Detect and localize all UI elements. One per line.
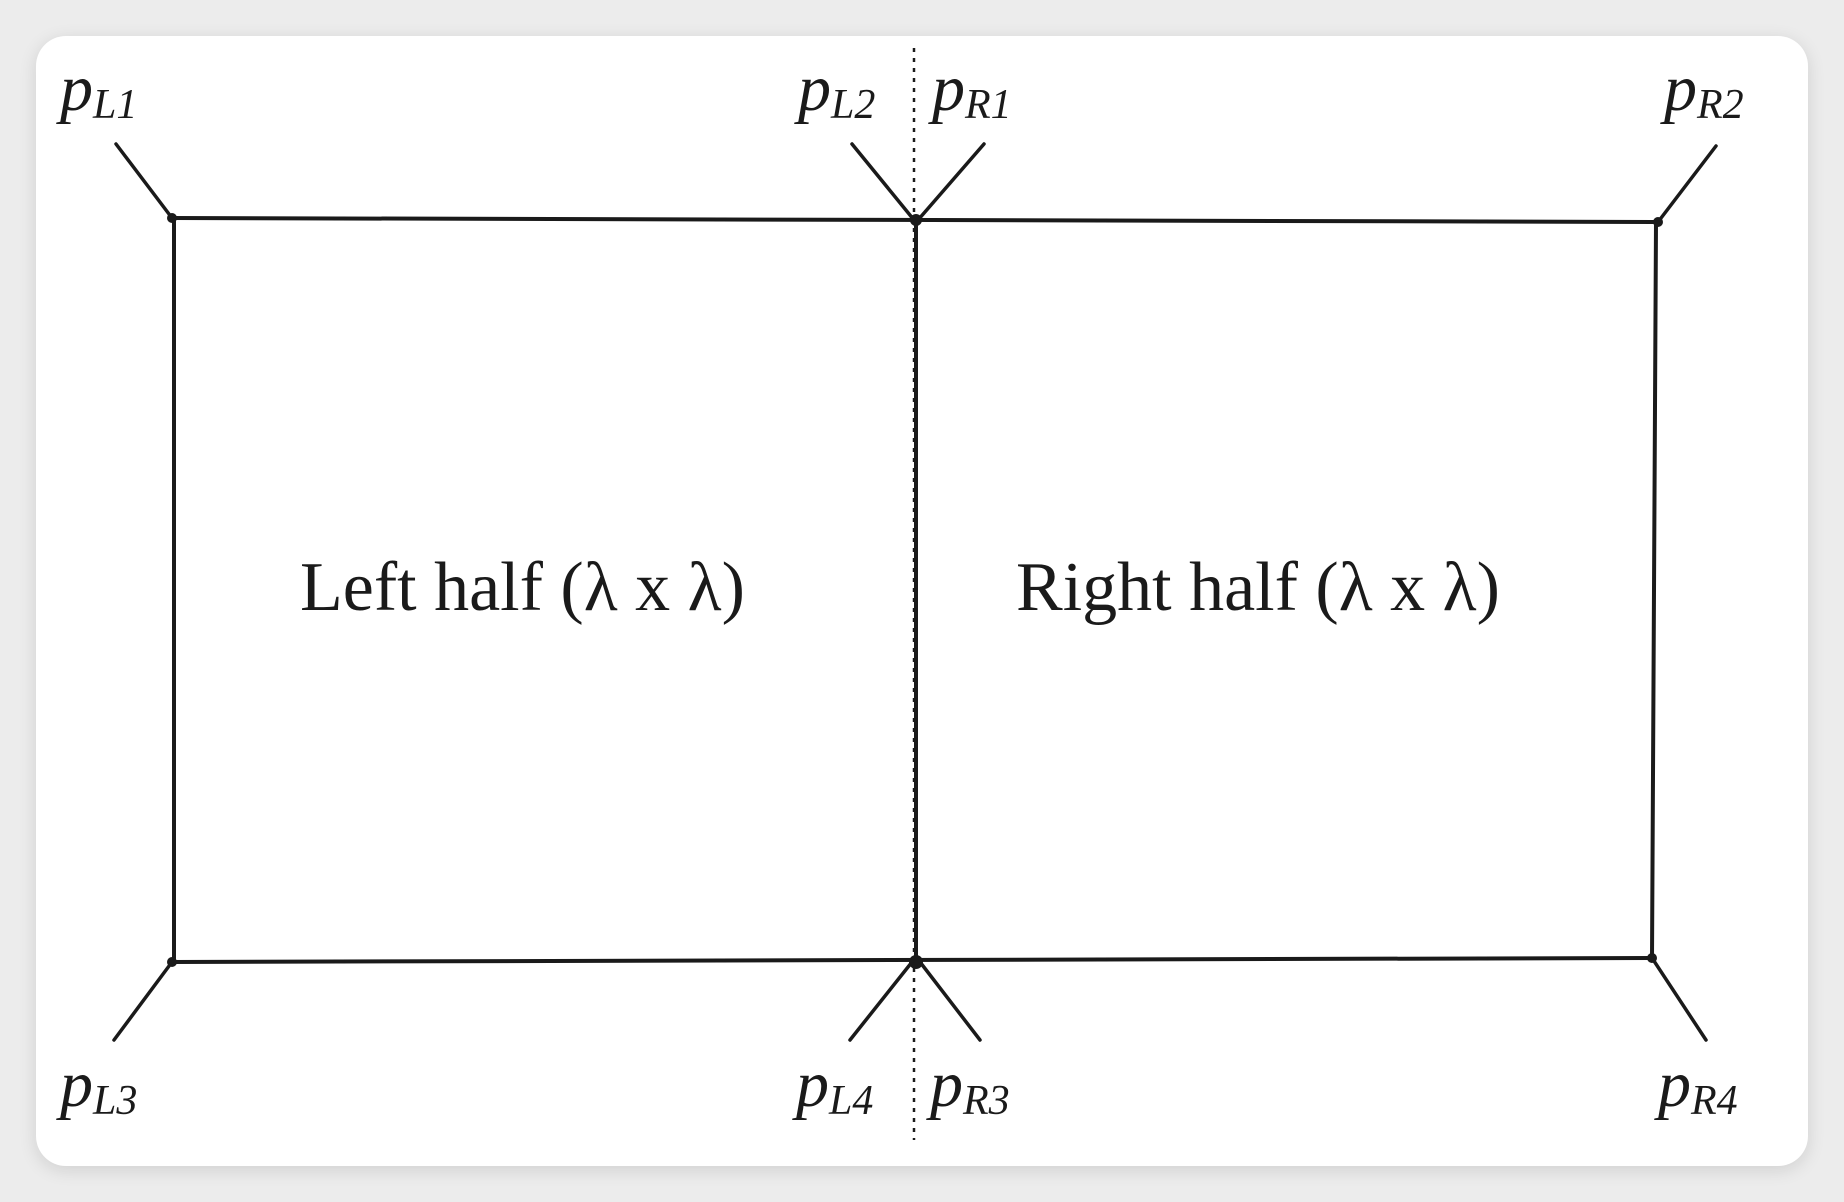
point-label-pR2: pR2	[1660, 52, 1744, 128]
leader-pR3	[918, 960, 982, 1042]
left-half-label: Left half (λ x λ)	[300, 549, 745, 626]
point-label-pL4: pL4	[792, 1048, 873, 1124]
right-edge	[1650, 220, 1658, 960]
leader-pR2	[1656, 144, 1718, 224]
point-label-pL3: pL3	[56, 1048, 137, 1124]
leader-pL2	[850, 142, 916, 222]
leader-pR4	[1650, 956, 1708, 1042]
point-label-pR1: pR1	[928, 52, 1012, 128]
leader-pL4	[848, 960, 914, 1042]
leader-pL1	[114, 142, 174, 220]
corner-dot-bottom-middle	[909, 955, 923, 969]
point-label-pR3: pR3	[926, 1048, 1010, 1124]
point-label-pL1: pL1	[56, 52, 137, 128]
right-half-label: Right half (λ x λ)	[1016, 549, 1500, 626]
point-label-pL2: pL2	[794, 52, 875, 128]
point-label-pR4: pR4	[1654, 1048, 1738, 1124]
leader-pL3	[112, 960, 174, 1042]
leader-pR1	[916, 142, 986, 222]
figure-card	[36, 36, 1808, 1166]
